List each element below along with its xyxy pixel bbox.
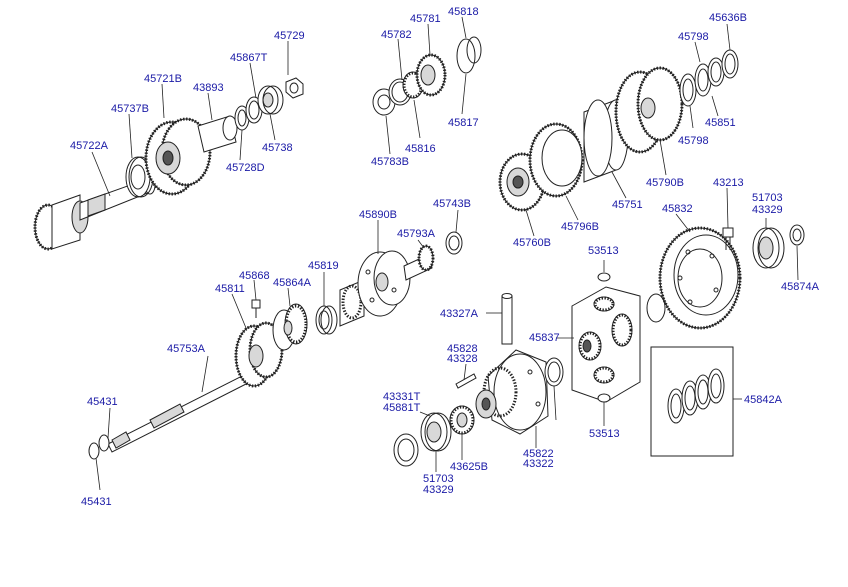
- label-45867t[interactable]: 45867T: [230, 52, 268, 64]
- side-gear-lower: [593, 366, 615, 384]
- snap-ring-45817: [456, 38, 476, 74]
- snap-ring-45431-upper: [98, 434, 110, 452]
- label-45721b[interactable]: 45721B: [144, 73, 182, 85]
- leader-lines: [91, 16, 799, 491]
- differential-group: [393, 272, 641, 467]
- label-45751[interactable]: 45751: [612, 199, 643, 211]
- label-45874a[interactable]: 45874A: [781, 281, 820, 293]
- pinion-gear-right: [611, 313, 633, 347]
- label-45796b[interactable]: 45796B: [561, 221, 599, 233]
- label-45722a[interactable]: 45722A: [70, 140, 109, 152]
- side-gear-upper: [593, 296, 615, 312]
- sleeve-43893: [197, 115, 238, 153]
- gear-45793a: [403, 244, 435, 281]
- label-45753a[interactable]: 45753A: [167, 343, 206, 355]
- drum-gear-group: [498, 49, 739, 212]
- nut-45729: [285, 77, 304, 99]
- shim-set-box: [650, 346, 734, 457]
- label-45832[interactable]: 45832: [662, 203, 693, 215]
- pin-45828: [455, 373, 477, 389]
- label-43322[interactable]: 43322: [523, 458, 554, 470]
- output-shaft-group: [33, 77, 304, 251]
- label-45793a[interactable]: 45793A: [397, 228, 436, 240]
- label-45431-upper[interactable]: 45431: [87, 396, 118, 408]
- label-51703-right[interactable]: 51703: [752, 192, 783, 204]
- diff-case-45822: [475, 349, 549, 435]
- label-53513-upper[interactable]: 53513: [588, 245, 619, 257]
- label-45743b[interactable]: 45743B: [433, 198, 471, 210]
- bearing-51703-center: [420, 412, 452, 452]
- bearing-43625b: [449, 405, 475, 435]
- label-45431-lower[interactable]: 45431: [81, 496, 112, 508]
- label-45737b[interactable]: 45737B: [111, 103, 149, 115]
- bolt-45868: [251, 299, 261, 318]
- ring-gear-45832: [658, 226, 742, 330]
- label-45819[interactable]: 45819: [308, 260, 339, 272]
- label-45728d[interactable]: 45728D: [226, 162, 265, 174]
- ring-gear-45796b: [528, 122, 584, 198]
- pinion-shaft-43327a: [501, 295, 513, 345]
- label-45798-upper[interactable]: 45798: [678, 31, 709, 43]
- label-43893[interactable]: 43893: [193, 82, 224, 94]
- washer-53513-upper: [597, 272, 611, 282]
- label-45881t[interactable]: 45881T: [383, 402, 421, 414]
- label-43625b[interactable]: 43625B: [450, 461, 488, 473]
- label-45790b[interactable]: 45790B: [646, 177, 684, 189]
- label-45783b[interactable]: 45783B: [371, 156, 409, 168]
- label-45781[interactable]: 45781: [410, 13, 441, 25]
- label-43213[interactable]: 43213: [713, 177, 744, 189]
- bearing-45738: [257, 85, 284, 115]
- label-43327a[interactable]: 43327A: [440, 308, 479, 320]
- label-43328[interactable]: 43328: [447, 353, 478, 365]
- input-shaft-group: [88, 231, 463, 460]
- diff-pinion-box: [571, 286, 641, 403]
- label-45851[interactable]: 45851: [705, 117, 736, 129]
- label-43329-right[interactable]: 43329: [752, 204, 783, 216]
- label-45837[interactable]: 45837: [529, 332, 560, 344]
- label-45842a[interactable]: 45842A: [744, 394, 783, 406]
- label-45636b[interactable]: 45636B: [709, 12, 747, 24]
- bearing-51703-right: [752, 227, 785, 269]
- label-43331t[interactable]: 43331T: [383, 391, 421, 403]
- label-45782[interactable]: 45782: [381, 29, 412, 41]
- gear-45790b: [614, 66, 684, 154]
- washer-45874a: [789, 224, 805, 246]
- bearing-45819: [315, 305, 338, 335]
- final-drive-group: [646, 224, 805, 330]
- label-45811[interactable]: 45811: [215, 283, 245, 295]
- washer-45798-lower: [679, 73, 697, 107]
- snap-ring-45431-lower: [88, 442, 100, 460]
- synchro-group: [372, 36, 482, 116]
- washer-a-left: [646, 293, 666, 323]
- label-45818[interactable]: 45818: [448, 6, 479, 18]
- label-45738[interactable]: 45738: [262, 142, 293, 154]
- label-45890b[interactable]: 45890B: [359, 209, 397, 221]
- pinion-gear-left: [578, 331, 602, 361]
- label-45760b[interactable]: 45760B: [513, 237, 551, 249]
- label-43329-center[interactable]: 43329: [423, 484, 454, 496]
- hub-45864a: [272, 303, 308, 351]
- label-45798-lower[interactable]: 45798: [678, 135, 709, 147]
- gear-45890b: [339, 250, 411, 327]
- label-45816[interactable]: 45816: [405, 143, 436, 155]
- label-45822[interactable]: 45822: [523, 448, 554, 460]
- hub-45781: [415, 53, 447, 97]
- label-45868[interactable]: 45868: [239, 270, 270, 282]
- washer-45743b: [445, 231, 463, 255]
- label-45817[interactable]: 45817: [448, 117, 479, 129]
- label-45729[interactable]: 45729: [274, 30, 305, 42]
- gear-45721b: [144, 117, 212, 196]
- shim-set-45842a: [667, 368, 725, 424]
- label-51703-center[interactable]: 51703: [423, 473, 454, 485]
- part-labels: 45729 45867T 45721B 43893 45737B 45722A …: [70, 6, 820, 508]
- label-45864a[interactable]: 45864A: [273, 277, 312, 289]
- label-53513-lower[interactable]: 53513: [589, 428, 620, 440]
- label-45828[interactable]: 45828: [447, 343, 478, 355]
- washer-53513-lower: [597, 393, 611, 403]
